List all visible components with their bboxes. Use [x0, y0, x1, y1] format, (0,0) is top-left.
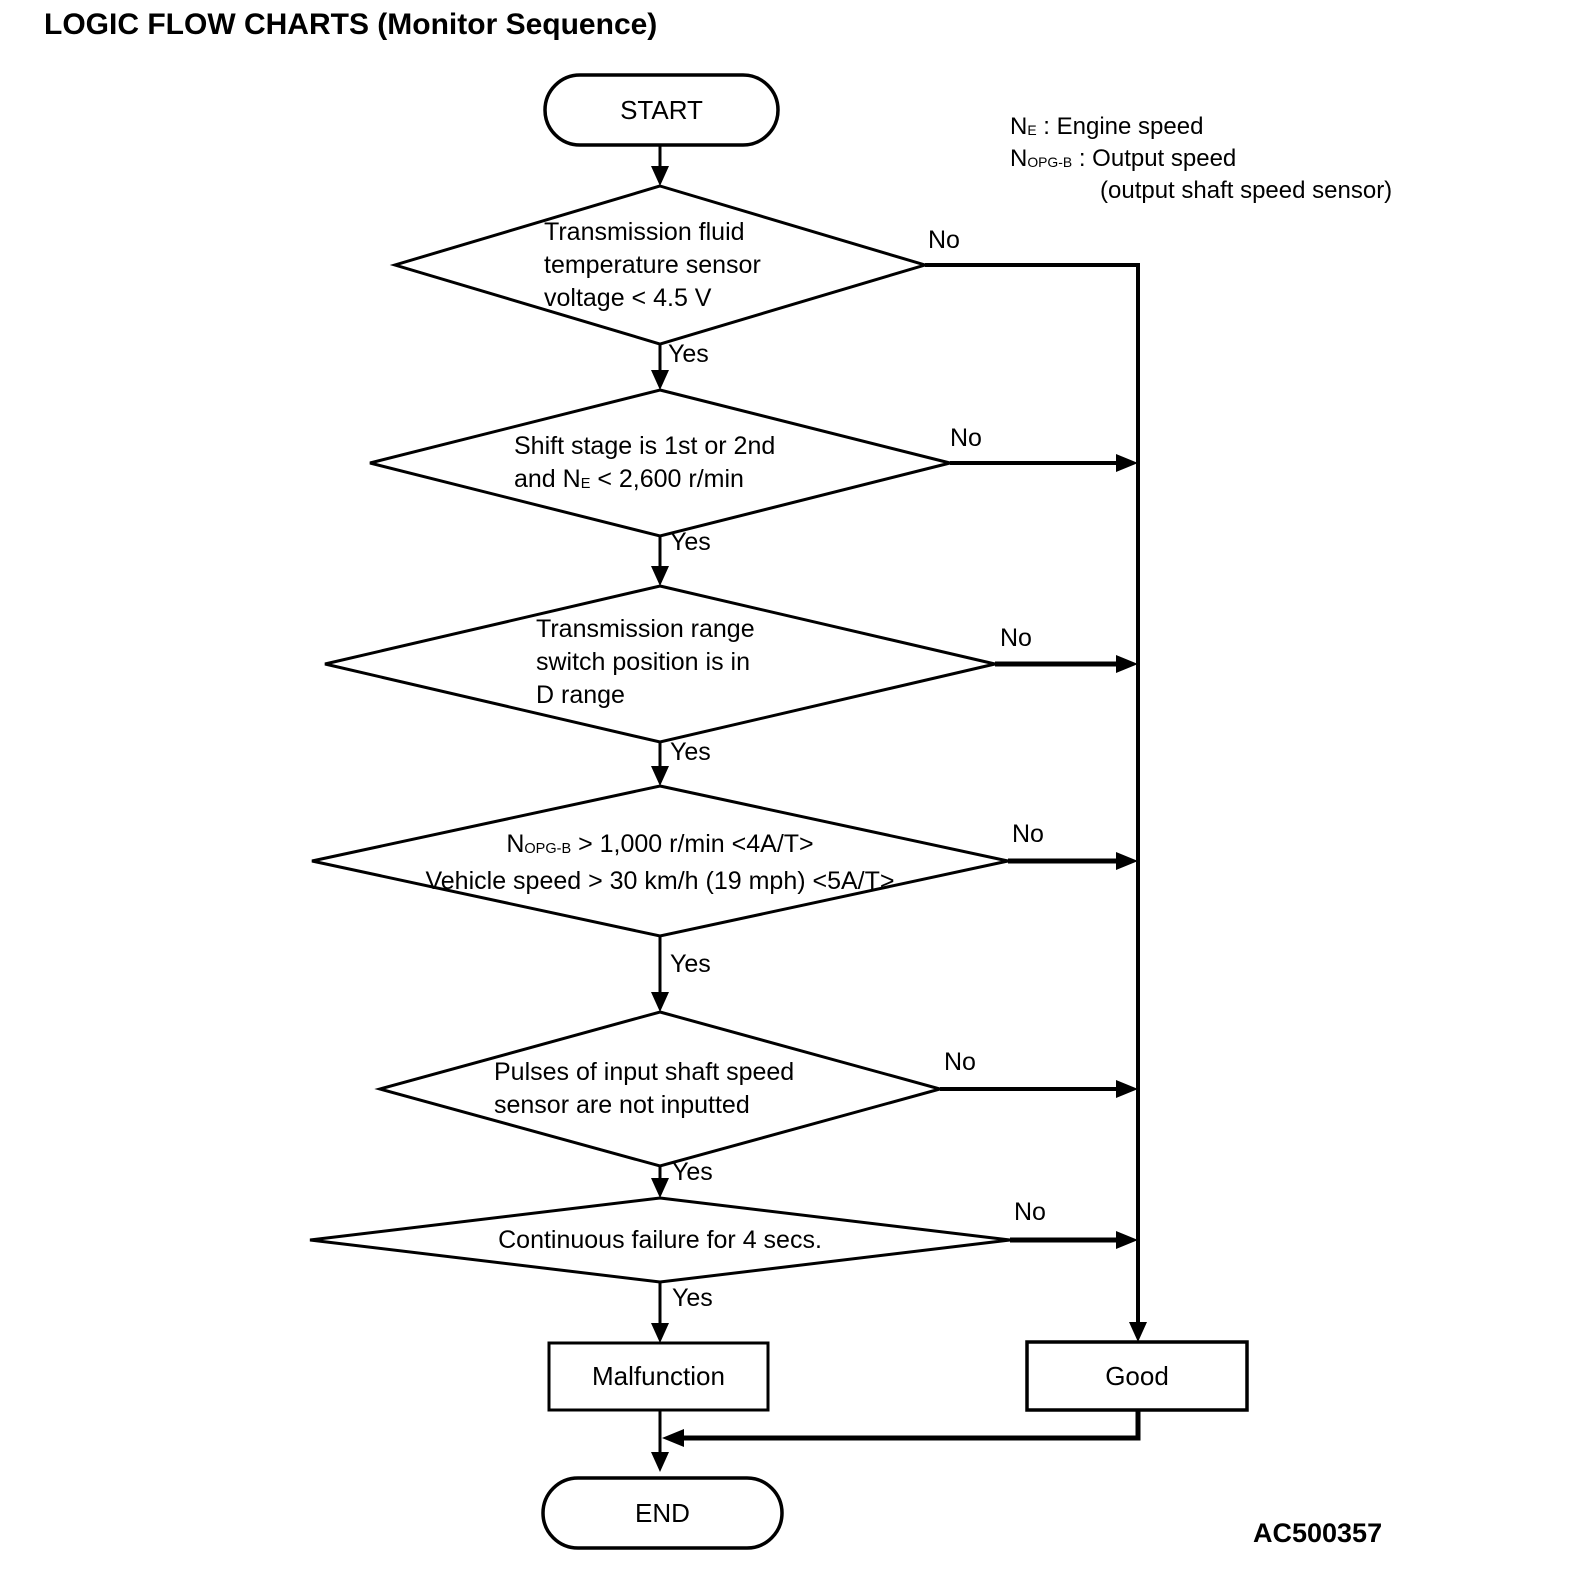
decision-6-text: Continuous failure for 4 secs. — [310, 1224, 1010, 1257]
arrowhead-into-d2 — [651, 370, 669, 390]
decision-4-diamond — [311, 784, 1009, 938]
decision-5-line-2: sensor are not inputted — [494, 1091, 750, 1119]
yes-label-4: Yes — [670, 950, 711, 978]
decision-3-diamond — [324, 584, 996, 744]
decision-2-line-2: and NE < 2,600 r/min — [514, 463, 775, 500]
no-label-6: No — [1014, 1198, 1046, 1226]
page-title: LOGIC FLOW CHARTS (Monitor Sequence) — [44, 8, 658, 41]
arrowhead-into-d4 — [651, 766, 669, 786]
decision-4-line-1-base: N — [506, 830, 525, 858]
decision-1-line-2: temperature sensor — [544, 251, 761, 279]
decision-1-line-1: Transmission fluid — [544, 218, 745, 246]
decision-1-line-3: voltage < 4.5 V — [544, 284, 712, 312]
legend-output-speed-rest: : Output speed — [1072, 145, 1237, 172]
decision-2-line-2-sub: E — [580, 476, 591, 492]
yes-label-6: Yes — [672, 1284, 713, 1312]
yes-label-1: Yes — [668, 340, 709, 368]
no-label-1: No — [928, 226, 960, 254]
yes-label-2: Yes — [670, 528, 711, 556]
legend-output-speed-sub: OPG-B — [1027, 154, 1073, 170]
arrowhead-into-end — [651, 1452, 669, 1472]
decision-3-line-3: D range — [536, 681, 625, 709]
decision-4-line-2: Vehicle speed > 30 km/h (19 mph) <5A/T> — [425, 867, 895, 895]
figure-code: AC500357 — [1253, 1518, 1383, 1548]
arrowhead-into-malfunction — [651, 1323, 669, 1343]
malfunction-box-shape — [547, 1341, 770, 1412]
decision-5-diamond — [374, 1010, 946, 1168]
decision-4-line-1-sub: OPG-B — [524, 841, 572, 857]
arrowhead-merge-left — [662, 1429, 684, 1447]
legend-engine-speed-sub: E — [1027, 122, 1037, 138]
decision-2-diamond — [369, 388, 951, 538]
arrowhead-no-6 — [1116, 1231, 1138, 1249]
decision-2-line-1: Shift stage is 1st or 2nd — [514, 432, 776, 460]
legend-engine-speed: NE : Engine speed — [1010, 112, 1392, 144]
arrowhead-no-5 — [1116, 1080, 1138, 1098]
good-box-label: Good — [1105, 1360, 1169, 1391]
legend: NE : Engine speed NOPG-B : Output speed … — [1010, 112, 1392, 206]
arrowhead-into-good — [1129, 1322, 1147, 1342]
malfunction-box-label: Malfunction — [592, 1361, 725, 1391]
yes-label-3: Yes — [670, 738, 711, 766]
legend-engine-speed-rest: : Engine speed — [1036, 113, 1204, 140]
legend-engine-speed-base: N — [1010, 113, 1028, 140]
decision-6-diamond — [309, 1196, 1011, 1284]
end-terminal-label: END — [635, 1497, 690, 1528]
arrowhead-into-d6 — [651, 1178, 669, 1198]
no-label-3: No — [1000, 624, 1032, 652]
start-terminal-label: START — [620, 94, 703, 125]
no-label-4: No — [1012, 820, 1044, 848]
arrowhead-into-d1 — [651, 166, 669, 186]
decision-2-line-2-rest: < 2,600 r/min — [590, 465, 744, 493]
legend-output-speed-note: (output shaft speed sensor) — [1100, 177, 1393, 204]
decision-4-line-1: NOPG-B > 1,000 r/min <4A/T> — [312, 828, 1008, 865]
arrowhead-no-2 — [1116, 454, 1138, 472]
start-terminal-shape — [543, 73, 780, 147]
legend-output-speed-base: N — [1010, 145, 1028, 172]
end-terminal-shape — [541, 1476, 784, 1550]
decision-4-line-1-rest: > 1,000 r/min <4A/T> — [571, 830, 814, 858]
arrowhead-into-d3 — [651, 566, 669, 586]
decision-6-line-1: Continuous failure for 4 secs. — [498, 1226, 822, 1254]
no-label-2: No — [950, 424, 982, 452]
decision-2-line-2-base: and N — [514, 465, 581, 493]
legend-output-speed: NOPG-B : Output speed — [1010, 144, 1392, 176]
decision-1-diamond — [389, 184, 931, 346]
decision-3-text: Transmission range switch position is in… — [536, 613, 755, 712]
decision-5-line-1: Pulses of input shaft speed — [494, 1058, 795, 1086]
yes-label-5: Yes — [672, 1158, 713, 1186]
arrowhead-no-3 — [1116, 655, 1138, 673]
arrowhead-no-4 — [1116, 852, 1138, 870]
good-box-shape — [1025, 1340, 1249, 1412]
arrowhead-into-d5 — [651, 992, 669, 1012]
no-label-5: No — [944, 1048, 976, 1076]
merge-line-good-to-end — [682, 1410, 1141, 1441]
decision-2-text: Shift stage is 1st or 2nd and NE < 2,600… — [514, 430, 775, 500]
decision-1-text: Transmission fluid temperature sensor vo… — [544, 216, 761, 315]
decision-3-line-2: switch position is in — [536, 648, 750, 676]
decision-3-line-1: Transmission range — [536, 615, 755, 643]
decision-4-text: NOPG-B > 1,000 r/min <4A/T> Vehicle spee… — [312, 828, 1008, 898]
decision-5-text: Pulses of input shaft speed sensor are n… — [494, 1056, 794, 1122]
